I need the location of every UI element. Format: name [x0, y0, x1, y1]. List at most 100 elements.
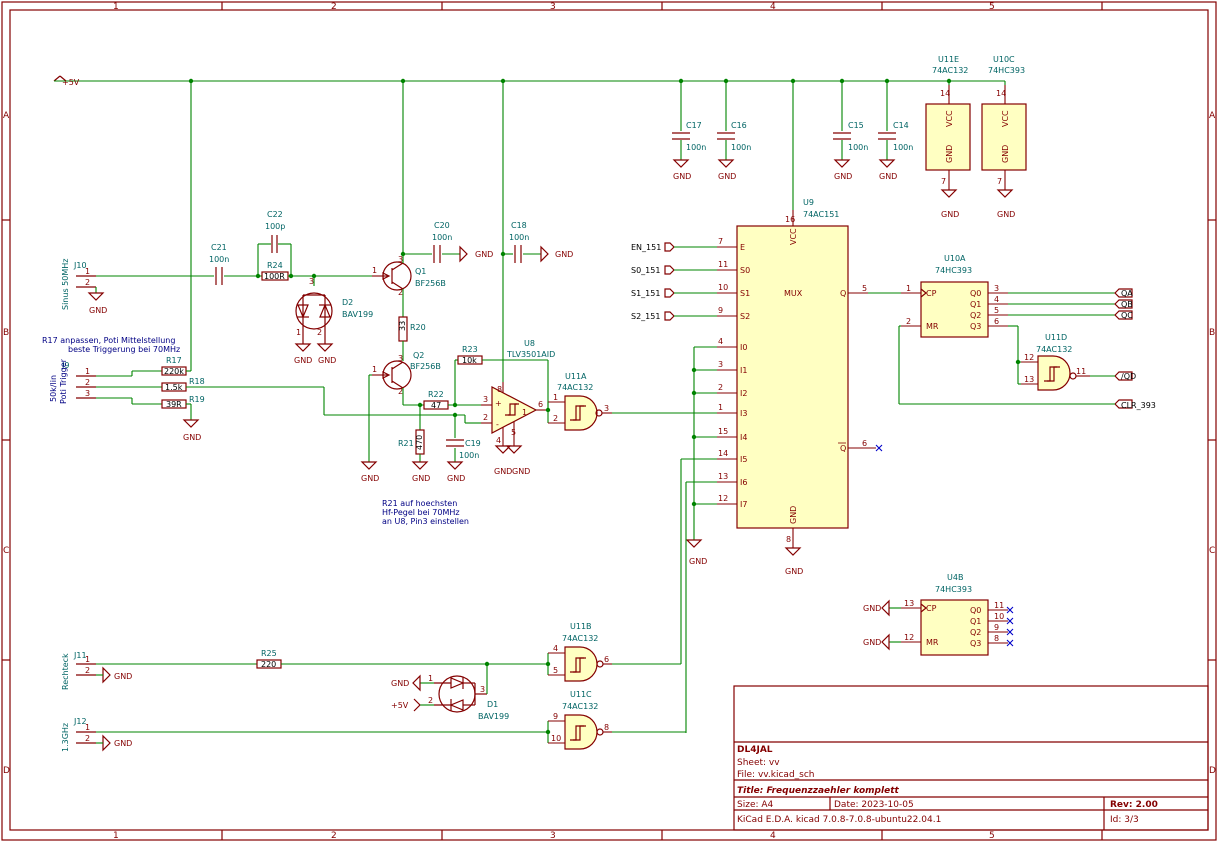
- col-label-bottom: 1: [113, 831, 119, 841]
- row-label-left: D: [3, 766, 10, 776]
- c20-ref: C20: [434, 221, 450, 230]
- r19-ref: R19: [189, 395, 205, 404]
- pin-num: 6: [994, 317, 999, 326]
- c14-val: 100n: [893, 143, 913, 152]
- q2-ref: Q2: [413, 351, 424, 360]
- vcc-label: +5V: [391, 701, 409, 710]
- pin-num: 13: [1024, 375, 1034, 384]
- u11c-val: 74AC132: [562, 702, 598, 711]
- pin-num: 1: [85, 367, 90, 376]
- r25-val: 220: [261, 660, 276, 669]
- c15-val: 100n: [848, 143, 868, 152]
- net-label-s1: S1_151: [631, 289, 660, 298]
- gnd-label: GND: [114, 739, 132, 748]
- r22-val: 47: [431, 401, 441, 410]
- r19-val: 39R: [166, 400, 182, 409]
- net-label-qc: QC: [1121, 311, 1133, 320]
- u9-pin-name: I6: [740, 478, 747, 487]
- gnd-label: GND: [673, 172, 691, 181]
- c18-val: 100n: [509, 233, 529, 242]
- row-label-right: D: [1209, 766, 1216, 776]
- u9-pin-name: I4: [740, 433, 747, 442]
- pin-num: 4: [553, 644, 558, 653]
- j10-connector: J10 Sinus 50MHz 1 2 GND: [61, 259, 107, 315]
- c20-capacitor: C20 100n GND: [432, 221, 493, 263]
- net-label-qa: QA: [1121, 289, 1133, 298]
- pin-num: 13: [718, 472, 728, 481]
- pin-num: 5: [511, 428, 516, 437]
- pin-num: 3: [604, 404, 609, 413]
- u11e-val: 74AC132: [932, 66, 968, 75]
- pin-num: 2: [483, 413, 488, 422]
- net-label-s0: S0_151: [631, 266, 660, 275]
- tb-id: Id: 3/3: [1110, 815, 1139, 825]
- pin-num: 8: [604, 723, 609, 732]
- net-label-clr: CLR_393: [1121, 401, 1156, 410]
- gnd-label: GND: [689, 557, 707, 566]
- gnd-label: GND: [89, 306, 107, 315]
- col-label-bottom: 4: [770, 831, 776, 841]
- u10c-ref: U10C: [993, 55, 1015, 64]
- output-pin-name: Q0: [970, 606, 981, 615]
- d1-val: BAV199: [478, 712, 509, 721]
- vcc-label: +5V: [62, 78, 80, 87]
- row-label-right: A: [1209, 111, 1216, 121]
- u9-pin-name: I3: [740, 409, 747, 418]
- pin-num: 7: [941, 177, 946, 186]
- pin-num: 8: [786, 535, 791, 544]
- u11a-nand: U11A 74AC132 1 2 3: [547, 372, 612, 431]
- u10c-val: 74HC393: [988, 66, 1025, 75]
- u8-ref: U8: [524, 339, 535, 348]
- u9-pin-name: S1: [740, 289, 750, 298]
- pin-num: 9: [553, 712, 558, 721]
- c21-val: 100n: [209, 255, 229, 264]
- j12-connector: J12 1.3GHz 1 2 GND: [61, 717, 132, 752]
- gnd-label: GND: [941, 210, 959, 219]
- r24-ref: R24: [267, 261, 283, 270]
- q2-val: BF256B: [410, 362, 441, 371]
- tb-date: Date: 2023-10-05: [834, 800, 914, 810]
- col-label-bottom: 3: [550, 831, 556, 841]
- pin-num: 1: [85, 655, 90, 664]
- pin-num: 1: [85, 723, 90, 732]
- row-label-left: A: [3, 111, 10, 121]
- col-label-top: 5: [989, 2, 995, 12]
- r22-resistor: R22 47: [423, 390, 449, 410]
- u11d-ref: U11D: [1045, 333, 1067, 342]
- gnd-symbol: [411, 461, 429, 470]
- pin-num: 11: [994, 601, 1004, 610]
- pin-num: 1: [522, 408, 527, 417]
- u9-pin-name: I7: [740, 500, 747, 509]
- q1-jfet: 1 3 2 Q1 BF256B: [372, 255, 446, 297]
- u11d-val: 74AC132: [1036, 345, 1072, 354]
- j12-desc: 1.3GHz: [61, 723, 70, 752]
- u9-pin-name: S0: [740, 266, 750, 275]
- j9-desc2: Poti Trigger: [59, 358, 68, 404]
- cp-pin-name: CP: [926, 604, 937, 613]
- u9-multiplexer: U9 74AC151 16 VCC MUX GND 8 GND 7E11S010…: [717, 81, 883, 576]
- gnd-pin-name: GND: [1001, 145, 1010, 163]
- minus-sign: -: [496, 420, 499, 429]
- pin-num: 2: [398, 387, 403, 396]
- pin-num: 3: [309, 277, 314, 286]
- pin-num: 16: [785, 215, 795, 224]
- j11-ref: J11: [73, 651, 87, 660]
- r25-ref: R25: [261, 649, 277, 658]
- r17-val: 220k: [164, 367, 184, 376]
- q1-ref: Q1: [415, 267, 426, 276]
- u4b-ref: U4B: [947, 573, 963, 582]
- net-label-en: EN_151: [631, 243, 661, 252]
- u9-pin-name: I2: [740, 389, 747, 398]
- r20-val: 33: [398, 321, 407, 331]
- u9-val: 74AC151: [803, 210, 839, 219]
- gnd-label: GND: [183, 433, 201, 442]
- u10a-ref: U10A: [944, 254, 966, 263]
- net-label-qb: QB: [1121, 300, 1133, 309]
- note-r21-line3: an U8, Pin3 einstellen: [382, 517, 469, 526]
- row-label-left: B: [3, 328, 9, 338]
- pin-num: 1: [372, 266, 377, 275]
- gnd-label: GND: [997, 210, 1015, 219]
- c16-ref: C16: [731, 121, 747, 130]
- u11c-ref: U11C: [570, 690, 592, 699]
